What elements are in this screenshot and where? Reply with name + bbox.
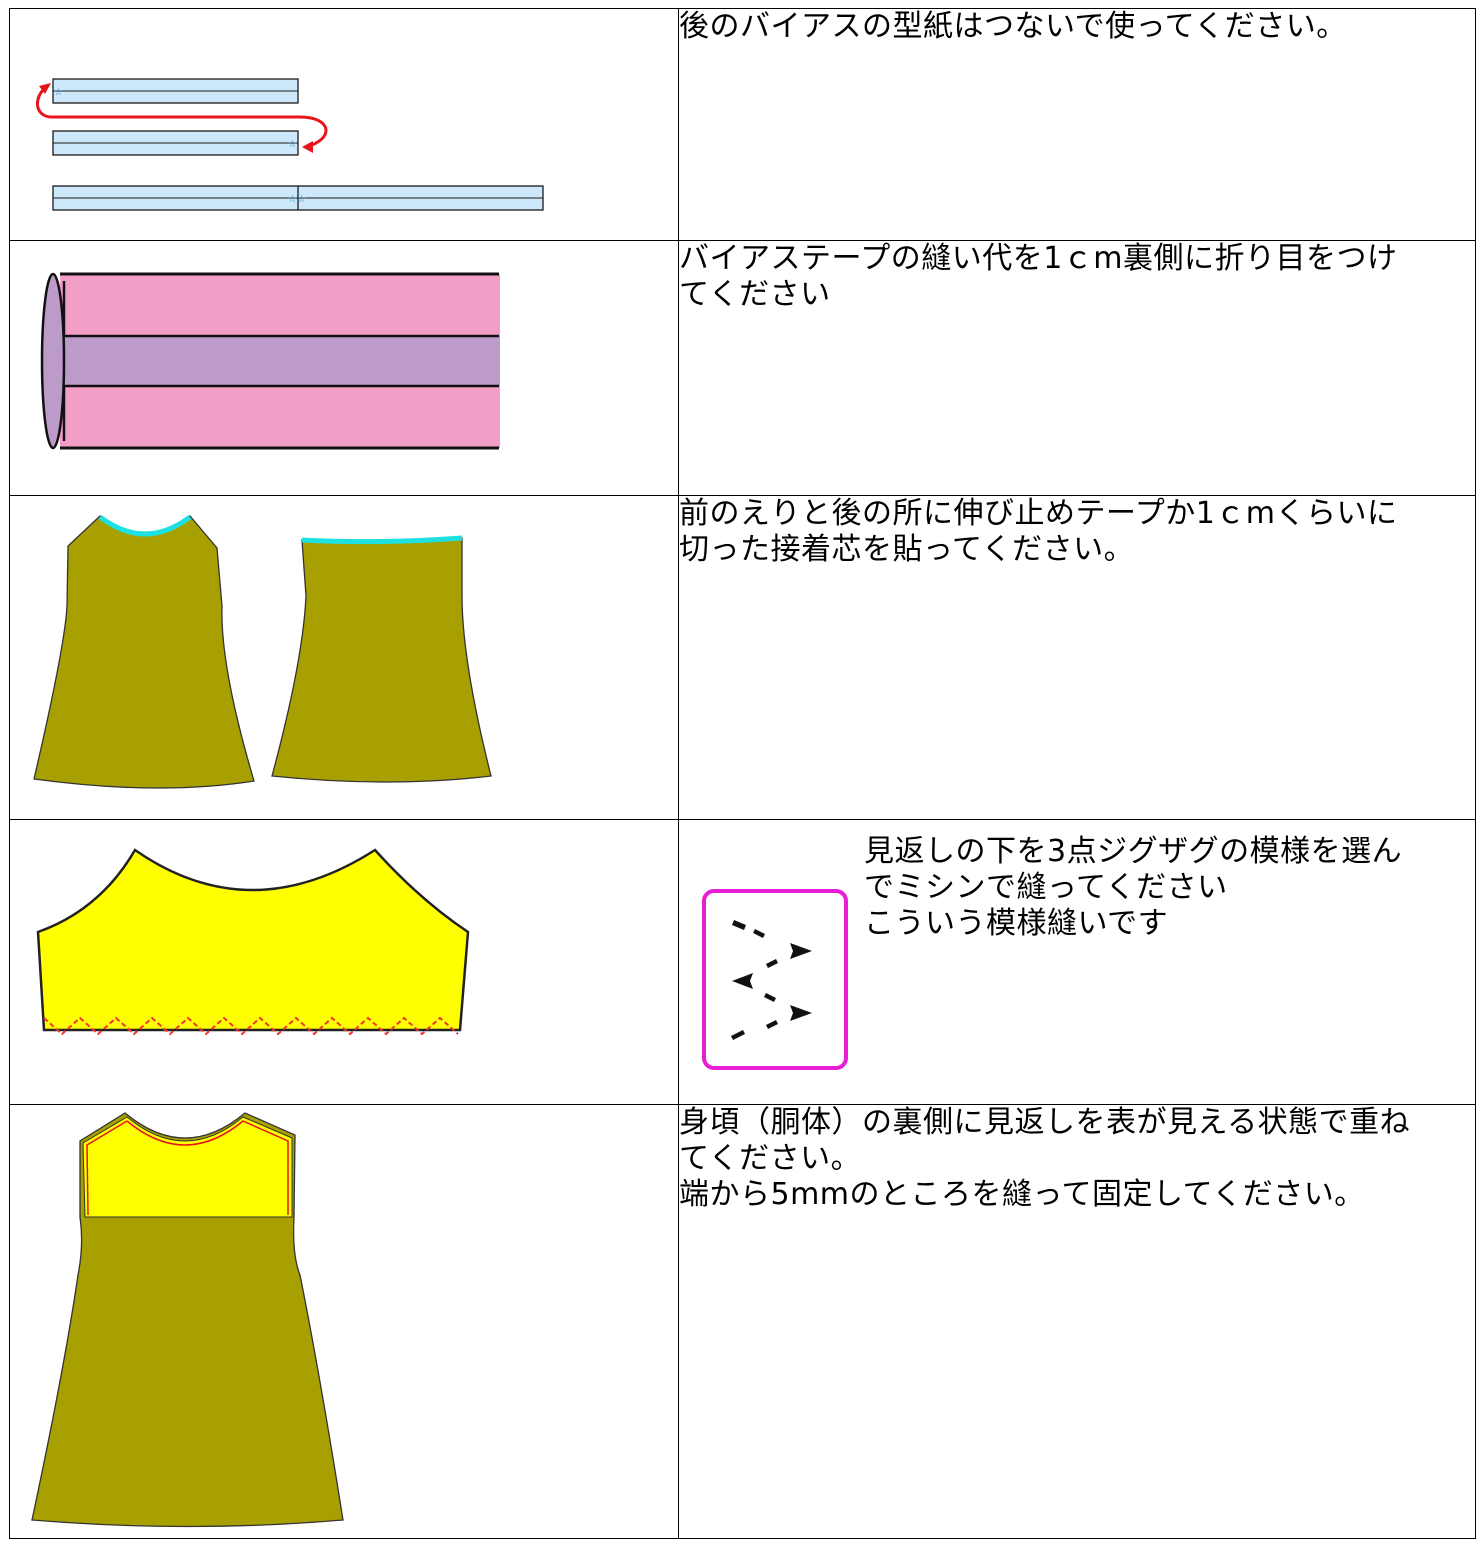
back-bodice: [271, 535, 492, 783]
bias-tape-fold-diagram: [40, 272, 500, 450]
step-row-1: ☆ ☆ ☆☆ 後のバイアスの型紙はつないで使ってください。: [9, 8, 1476, 241]
star-mark: ☆: [288, 139, 297, 150]
bodice-stay-tape-diagram: [33, 515, 492, 789]
front-bodice: [33, 515, 255, 789]
step-text-1: 後のバイアスの型紙はつないで使ってください。: [678, 8, 1476, 241]
illustration-bias-pattern: ☆ ☆ ☆☆: [9, 8, 679, 241]
bodice-with-facing-diagram: [31, 1112, 344, 1528]
illustration-facing-zigzag: [9, 819, 679, 1105]
facing-zigzag-diagram: [36, 848, 470, 1036]
three-point-zigzag-icon: [702, 889, 848, 1070]
star-mark: ☆: [54, 87, 63, 98]
bias-pattern-diagram: ☆ ☆ ☆☆: [36, 78, 544, 211]
curved-arrow-icon: [36, 83, 328, 153]
facing: [82, 1116, 293, 1218]
step-text-3: 前のえりと後の所に伸び止めテープか1ｃmくらいに 切った接着芯を貼ってください。: [678, 495, 1476, 820]
illustration-stay-tape: [9, 495, 679, 820]
illustration-bias-tape-fold: [9, 240, 679, 496]
step-text-2: バイアステープの縫い代を1ｃm裏側に折り目をつけ てください: [678, 240, 1476, 496]
double-star-mark: ☆☆: [288, 194, 306, 205]
step-row-2: バイアステープの縫い代を1ｃm裏側に折り目をつけ てください: [9, 240, 1476, 496]
step-text-5: 身頃（胴体）の裏側に見返しを表が見える状態で重ね てください。 端から5mmのと…: [678, 1104, 1476, 1539]
step-row-4: 見返しの下を3点ジグザグの模様を選ん でミシンで縫ってください こういう模様縫い…: [9, 819, 1476, 1105]
step-row-3: 前のえりと後の所に伸び止めテープか1ｃmくらいに 切った接着芯を貼ってください。: [9, 495, 1476, 820]
illustration-facing-attached: [9, 1104, 679, 1539]
step-row-5: 身頃（胴体）の裏側に見返しを表が見える状態で重ね てください。 端から5mmのと…: [9, 1104, 1476, 1539]
instruction-table: ☆ ☆ ☆☆ 後のバイアスの型紙はつないで使ってください。: [9, 8, 1476, 1539]
step-text-4: 見返しの下を3点ジグザグの模様を選ん でミシンで縫ってください こういう模様縫い…: [864, 834, 1403, 941]
step-text-4-cell: 見返しの下を3点ジグザグの模様を選ん でミシンで縫ってください こういう模様縫い…: [678, 819, 1476, 1105]
